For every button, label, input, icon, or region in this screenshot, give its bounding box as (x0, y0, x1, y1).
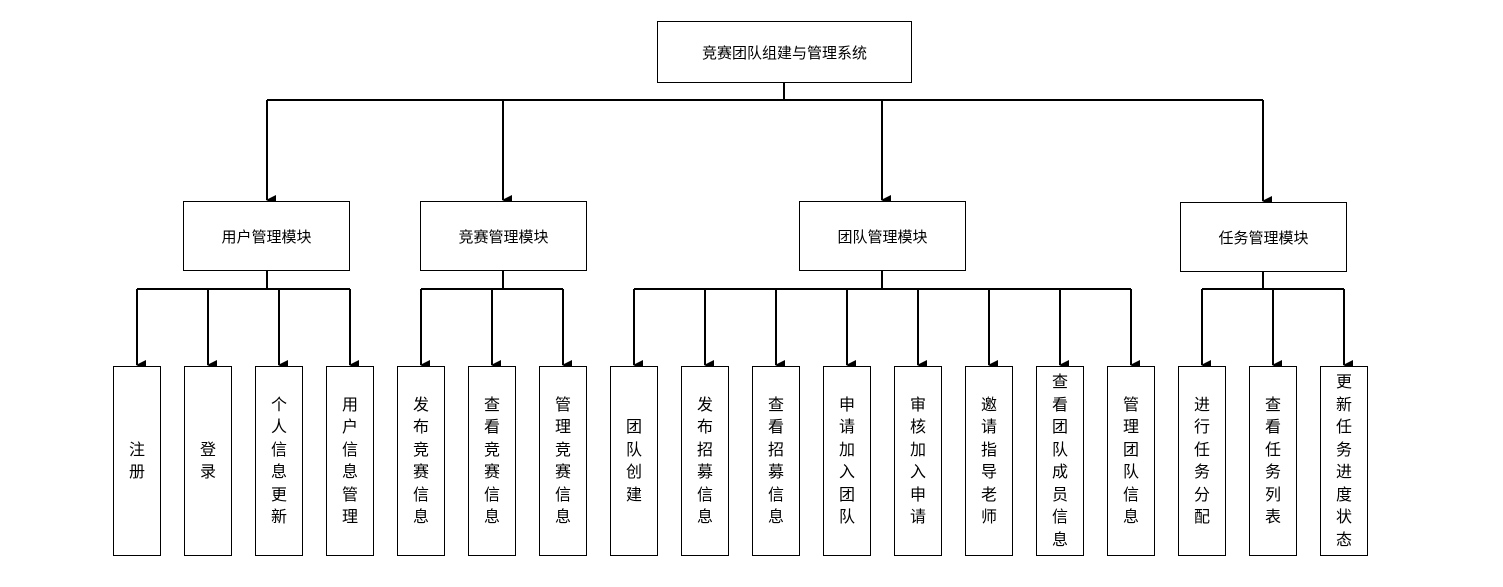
leaf-label: 用户信息管理 (341, 394, 358, 527)
leaf-label: 团队创建 (625, 417, 642, 504)
leaf-label: 查看团队成员信息 (1051, 372, 1068, 549)
leaf-box-update-task-status: 更新任务进度状态 (1320, 366, 1368, 556)
module-box-competition: 竞赛管理模块 (420, 201, 587, 271)
module-box-task: 任务管理模块 (1180, 202, 1347, 272)
module-label: 任务管理模块 (1218, 228, 1309, 247)
leaf-box-invite-advisor: 邀请指导老师 (965, 366, 1013, 556)
root-box: 竞赛团队组建与管理系统 (657, 21, 912, 83)
module-label: 用户管理模块 (221, 227, 312, 246)
leaf-label: 个人信息更新 (270, 394, 287, 527)
leaf-label: 查看竞赛信息 (483, 394, 500, 527)
module-box-team: 团队管理模块 (799, 201, 966, 271)
leaf-label: 管理竞赛信息 (554, 394, 571, 527)
leaf-label: 审核加入申请 (909, 394, 926, 527)
module-label: 竞赛管理模块 (458, 227, 549, 246)
leaf-box-view-task-list: 查看任务列表 (1249, 366, 1297, 556)
leaf-box-manage-competition: 管理竞赛信息 (539, 366, 587, 556)
root-label: 竞赛团队组建与管理系统 (701, 43, 867, 62)
module-box-user: 用户管理模块 (183, 201, 350, 271)
leaf-box-update-profile: 个人信息更新 (255, 366, 303, 556)
leaf-label: 发布竞赛信息 (412, 394, 429, 527)
leaf-label: 查看招募信息 (767, 394, 784, 527)
leaf-box-view-competition: 查看竞赛信息 (468, 366, 516, 556)
leaf-label: 进行任务分配 (1193, 394, 1210, 527)
leaf-box-view-recruit: 查看招募信息 (752, 366, 800, 556)
leaf-box-publish-competition: 发布竞赛信息 (397, 366, 445, 556)
leaf-box-create-team: 团队创建 (610, 366, 658, 556)
leaf-label: 管理团队信息 (1122, 394, 1139, 527)
leaf-box-assign-task: 进行任务分配 (1178, 366, 1226, 556)
leaf-label: 登录 (199, 439, 216, 482)
module-label: 团队管理模块 (837, 227, 928, 246)
leaf-box-manage-team: 管理团队信息 (1107, 366, 1155, 556)
leaf-label: 邀请指导老师 (980, 394, 997, 527)
leaf-box-view-members: 查看团队成员信息 (1036, 366, 1084, 556)
leaf-label: 申请加入团队 (838, 394, 855, 527)
leaf-box-login: 登录 (184, 366, 232, 556)
leaf-label: 注册 (128, 439, 145, 482)
leaf-box-apply-join: 申请加入团队 (823, 366, 871, 556)
leaf-label: 更新任务进度状态 (1335, 372, 1352, 549)
leaf-label: 查看任务列表 (1264, 394, 1281, 527)
leaf-label: 发布招募信息 (696, 394, 713, 527)
leaf-box-publish-recruit: 发布招募信息 (681, 366, 729, 556)
leaf-box-user-info-mgmt: 用户信息管理 (326, 366, 374, 556)
leaf-box-review-application: 审核加入申请 (894, 366, 942, 556)
leaf-box-register: 注册 (113, 366, 161, 556)
